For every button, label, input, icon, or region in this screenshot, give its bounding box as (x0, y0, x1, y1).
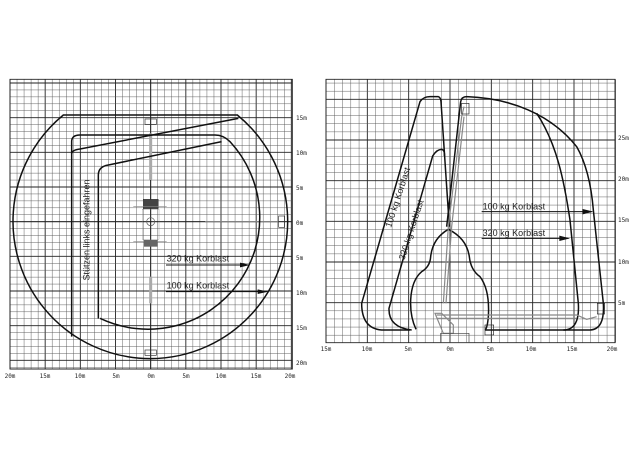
y-tick: 5m (618, 300, 626, 307)
left-label-100kg: 100 kg Korblast (383, 166, 412, 229)
x-tick: 15m (321, 346, 332, 353)
x-tick: 5m (404, 346, 412, 353)
y-tick: 10m (618, 259, 629, 266)
arrowhead-icon (239, 262, 250, 268)
y-tick: 20m (618, 176, 629, 183)
side-view-grid (326, 79, 615, 342)
turret-icon (435, 313, 453, 333)
grid-border (10, 79, 292, 369)
label-100kg: 100 kg Korblast (167, 280, 230, 290)
y-tick: 25m (618, 135, 629, 142)
y-tick: 15m (618, 217, 629, 224)
vehicle-top-icon (133, 199, 167, 247)
x-tick: 10m (362, 346, 373, 353)
side-x-axis-labels: 15m 10m 5m 0m 5m 10m 15m 20m (321, 346, 618, 353)
y-tick: 15m (296, 115, 307, 122)
envelope-left-320kg (389, 149, 444, 330)
basket-icon (596, 302, 605, 315)
arrowhead-icon (257, 289, 269, 294)
x-tick: 5m (112, 373, 120, 380)
x-tick: 20m (607, 346, 618, 353)
envelope-320kg-retracted (98, 142, 221, 319)
x-tick: 15m (567, 346, 578, 353)
envelope-left-100kg (362, 97, 450, 330)
envelope-320kg (72, 135, 260, 337)
vehicle-base-icon (440, 332, 470, 343)
grid-border (326, 79, 615, 342)
x-tick: 10m (526, 346, 537, 353)
envelope-100kg-outer (13, 115, 288, 359)
outrigger-pad-icon (144, 349, 157, 356)
side-view: 100 kg Korblast 320 kg Korblast 100 kg K… (326, 79, 615, 343)
basket-icon (461, 102, 470, 115)
y-tick: 5m (296, 185, 304, 192)
outrigger-pad-icon (278, 215, 285, 228)
envelope-100kg-retracted (72, 118, 239, 154)
y-tick: 5m (296, 255, 304, 262)
x-tick: 15m (251, 373, 262, 380)
x-tick: 20m (285, 373, 296, 380)
plan-y-axis-labels: 15m 10m 5m 0m 5m 10m 15m 20m (296, 115, 307, 367)
x-tick: 10m (75, 373, 86, 380)
y-tick: 0m (296, 220, 304, 227)
outrigger-pad-icon (144, 118, 157, 125)
y-tick: 10m (296, 290, 307, 297)
right-label-320kg: 320 kg Korblast (483, 228, 546, 238)
arrowhead-icon (559, 235, 570, 241)
y-tick: 20m (296, 360, 307, 367)
plan-x-axis-labels: 20m 15m 10m 5m 0m 5m 10m 15m 20m (5, 373, 296, 380)
y-tick: 15m (296, 325, 307, 332)
x-tick: 20m (5, 373, 16, 380)
y-tick: 10m (296, 150, 307, 157)
envelope-right-100kg (447, 97, 604, 330)
x-tick: 10m (216, 373, 227, 380)
side-y-axis-labels: 25m 20m 15m 10m 5m (618, 135, 629, 307)
right-label-100kg: 100 kg Korblast (483, 201, 546, 211)
label-320kg: 320 kg Korblast (167, 254, 230, 264)
plan-view-grid (10, 79, 292, 369)
x-tick: 0m (446, 346, 454, 353)
x-tick: 0m (147, 373, 155, 380)
boom-horizontal (437, 315, 597, 319)
plan-view: 320 kg Korblast 100 kg Korblast Stützen … (10, 79, 292, 369)
basket-icon (484, 324, 494, 336)
envelope-right-320kg (537, 113, 579, 330)
arrowhead-icon (582, 208, 594, 215)
boom-vertical (443, 107, 464, 304)
x-tick: 5m (486, 346, 494, 353)
x-tick: 5m (182, 373, 190, 380)
outrigger-note: Stützen links eingefahren (81, 180, 91, 281)
x-tick: 15m (40, 373, 51, 380)
